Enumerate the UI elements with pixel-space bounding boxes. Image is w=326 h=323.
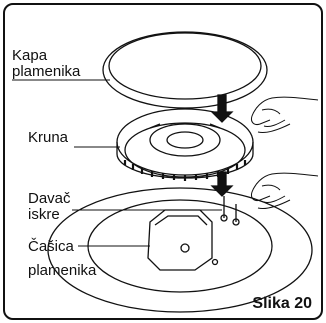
down-arrow-icon (210, 94, 234, 123)
davac-label-line2: iskre (28, 206, 60, 223)
figure-frame (3, 3, 323, 320)
casica-label-line2: plamenika (28, 262, 97, 279)
down-arrow-icon (210, 171, 234, 197)
kapa-label-line1: Kapa (12, 47, 48, 64)
burner-cap (102, 31, 268, 109)
kapa-label-line2: plamenika (12, 63, 81, 80)
davac-label-line1: Davač (28, 190, 71, 207)
casica-label-line1: Čašica (28, 238, 74, 255)
hand-pointing-icon (251, 172, 319, 209)
hand-pointing-icon (251, 96, 319, 133)
burner-crown (116, 108, 254, 181)
figure-caption: Slika 20 (252, 295, 312, 312)
kruna-label: Kruna (28, 129, 69, 146)
